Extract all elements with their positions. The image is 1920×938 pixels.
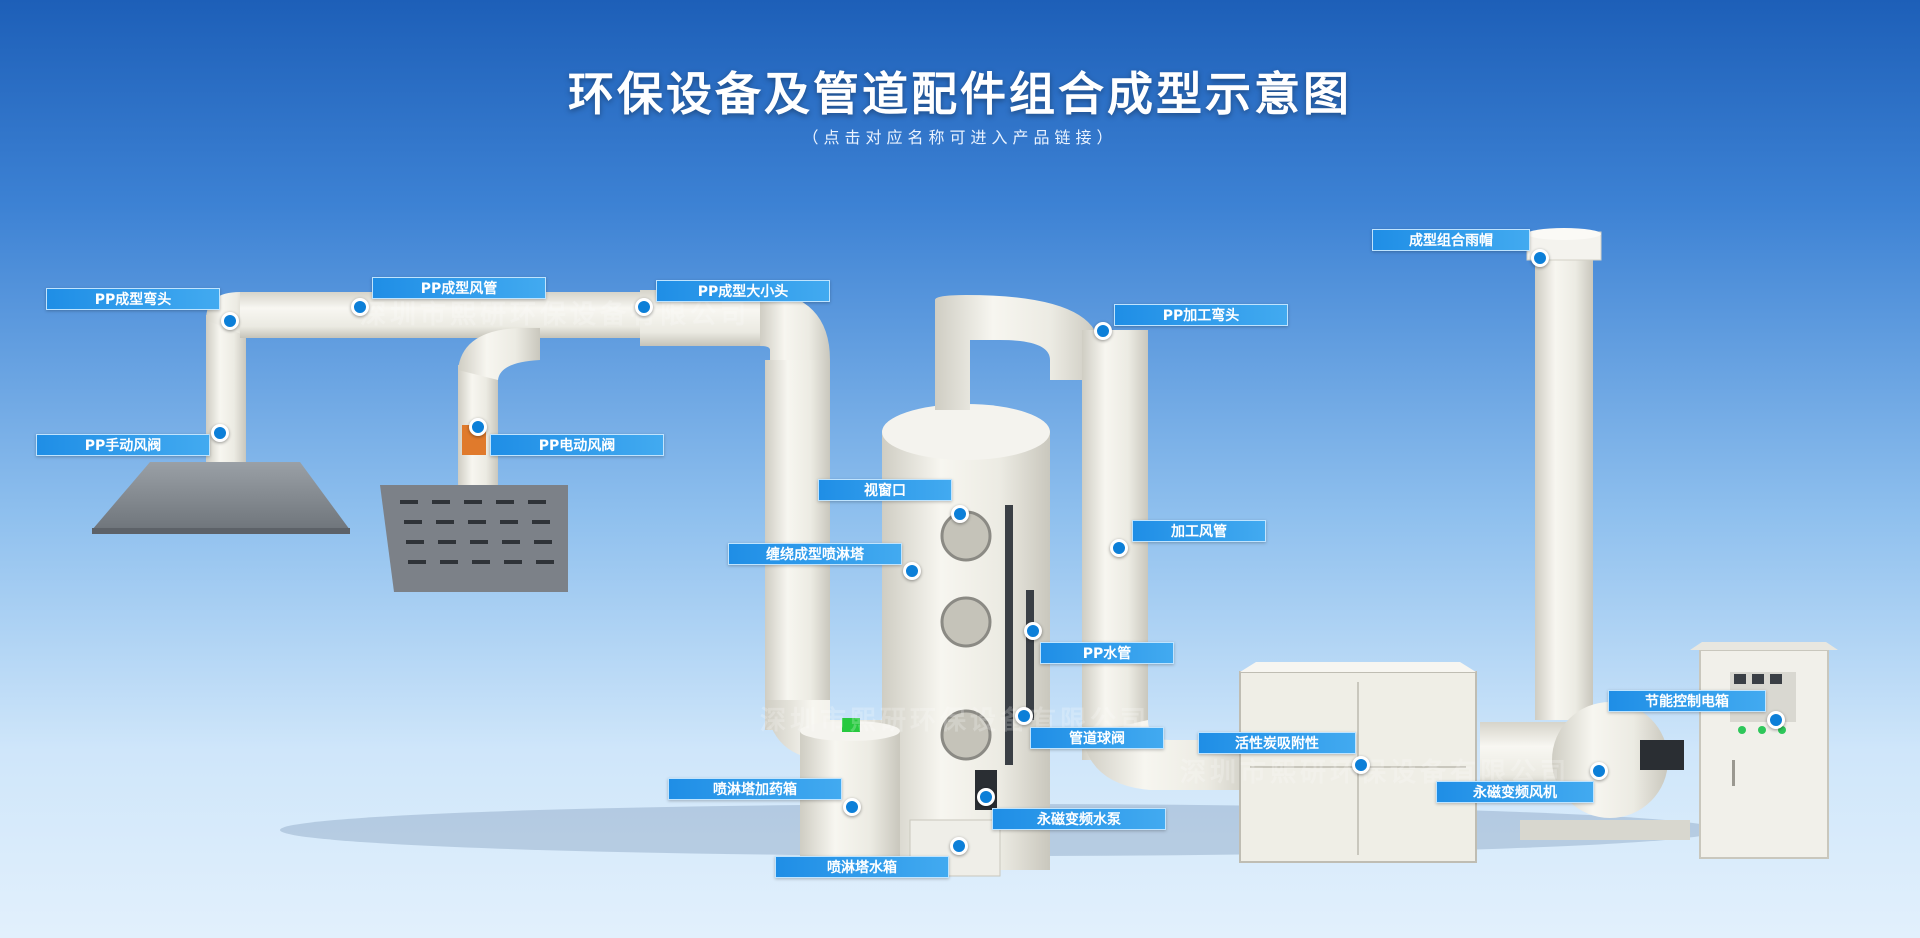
hotspot-dosing-tank[interactable] [843, 798, 861, 816]
label-pp-manual-damper[interactable]: PP手动风阀 [36, 434, 210, 456]
hotspot-pp-electric-damper[interactable] [469, 418, 487, 436]
hotspot-water-tank[interactable] [950, 837, 968, 855]
hotspot-pp-processed-elbow[interactable] [1094, 322, 1112, 340]
perforated-hood-group [380, 328, 568, 592]
hotspot-wound-spray-tower[interactable] [903, 562, 921, 580]
label-energy-control-box[interactable]: 节能控制电箱 [1608, 690, 1766, 712]
label-pp-formed-elbow[interactable]: PP成型弯头 [46, 288, 220, 310]
label-pipe-ball-valve[interactable]: 管道球阀 [1030, 727, 1164, 749]
label-pm-vf-pump[interactable]: 永磁变频水泵 [992, 808, 1166, 830]
page-subtitle: （点击对应名称可进入产品链接） [802, 128, 1118, 147]
label-pp-processed-elbow[interactable]: PP加工弯头 [1114, 304, 1288, 326]
watermark-top: 深圳市熙研环保设备有限公司 [360, 300, 751, 330]
label-pp-reducer[interactable]: PP成型大小头 [656, 280, 830, 302]
hotspot-pp-formed-elbow[interactable] [221, 312, 239, 330]
label-pm-vf-fan[interactable]: 永磁变频风机 [1436, 781, 1594, 803]
hotspot-sight-window[interactable] [951, 505, 969, 523]
stack-group [1526, 228, 1602, 720]
label-pp-water-pipe[interactable]: PP水管 [1040, 642, 1174, 664]
hotspot-processed-duct[interactable] [1110, 539, 1128, 557]
hotspot-pp-water-pipe[interactable] [1024, 622, 1042, 640]
label-rain-cap[interactable]: 成型组合雨帽 [1372, 229, 1530, 251]
hotspot-pm-vf-pump[interactable] [977, 788, 995, 806]
hotspot-rain-cap[interactable] [1531, 249, 1549, 267]
hotspot-pm-vf-fan[interactable] [1590, 762, 1608, 780]
label-wound-spray-tower[interactable]: 缠绕成型喷淋塔 [728, 543, 902, 565]
label-pp-formed-duct[interactable]: PP成型风管 [372, 277, 546, 299]
label-dosing-tank[interactable]: 喷淋塔加药箱 [668, 778, 842, 800]
spray-tower-group [882, 295, 1100, 870]
control-cabinet-group [1690, 642, 1838, 859]
label-activated-carbon[interactable]: 活性炭吸附性 [1198, 732, 1356, 754]
hotspot-pipe-ball-valve[interactable] [1015, 707, 1033, 725]
label-pp-electric-damper[interactable]: PP电动风阀 [490, 434, 664, 456]
page-title: 环保设备及管道配件组合成型示意图 [568, 67, 1352, 121]
main-duct-group [640, 290, 900, 760]
hotspot-energy-control-box[interactable] [1767, 711, 1785, 729]
hotspot-activated-carbon[interactable] [1352, 756, 1370, 774]
hotspot-pp-formed-duct[interactable] [351, 298, 369, 316]
label-sight-window[interactable]: 视窗口 [818, 479, 952, 501]
hotspot-pp-manual-damper[interactable] [211, 424, 229, 442]
hotspot-pp-reducer[interactable] [635, 298, 653, 316]
label-water-tank[interactable]: 喷淋塔水箱 [775, 856, 949, 878]
label-processed-duct[interactable]: 加工风管 [1132, 520, 1266, 542]
